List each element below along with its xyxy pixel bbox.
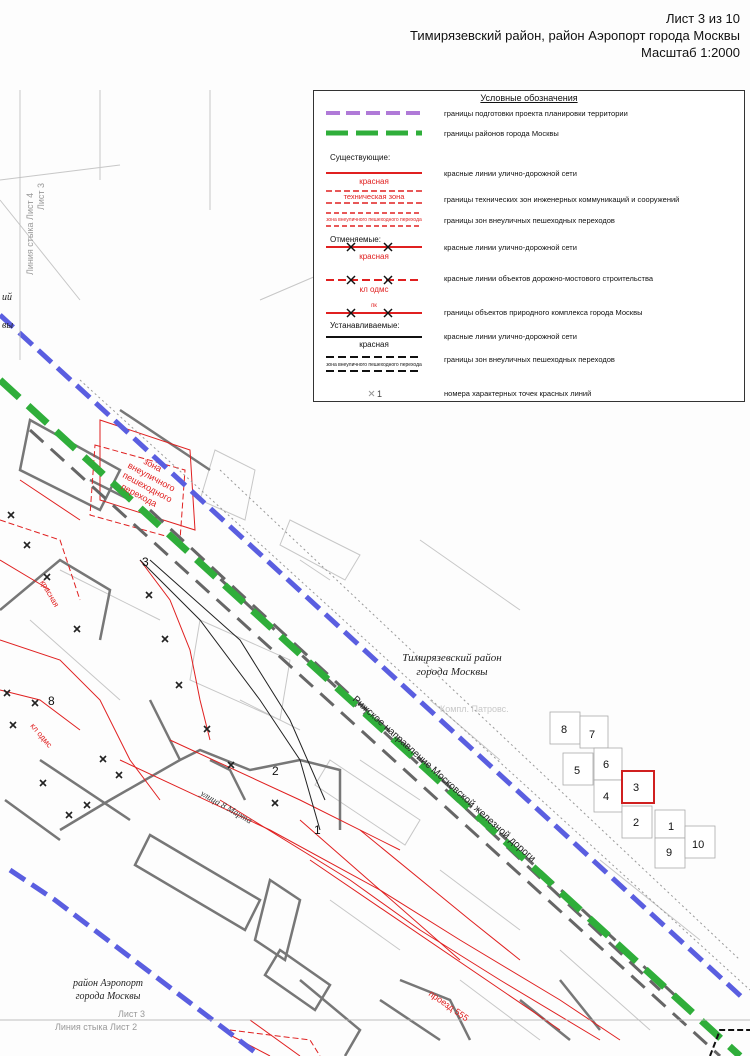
aeroport-label-1: район Аэропорт <box>72 978 143 989</box>
planning-boundary-top <box>0 313 747 1002</box>
stitch-sheet-bottom: Лист 3 <box>118 1009 145 1019</box>
legend-text-4: границы технических зон инженерных комму… <box>444 195 680 204</box>
sheet-num-4: 4 <box>603 791 609 803</box>
swatch-label-5: кл одмс <box>360 285 389 294</box>
street-label: улица 8 Марта <box>198 788 254 826</box>
sheet-scale: Масштаб 1:2000 <box>641 45 740 60</box>
legend-swatches: красная техническая зона зона внеуличног… <box>326 111 422 399</box>
sheet-num-2: 2 <box>633 817 639 829</box>
sheet-num-6: 6 <box>603 759 609 771</box>
sheet-num-1: 1 <box>668 821 674 833</box>
swatch-label-2: техническая зона <box>344 192 406 201</box>
swatch-label-3: зона внеуличного пешеходного перехода <box>326 217 422 223</box>
timiryazev-label-1: Тимирязевский район <box>402 652 502 664</box>
sheet-cell-current <box>621 770 655 804</box>
passage-label: проезд 555 <box>427 988 471 1023</box>
legend-established-heading: Устанавливаемые: <box>330 321 400 330</box>
legend-text-3: красные линии улично-дорожной сети <box>444 169 577 178</box>
point-1: 1 <box>314 823 321 837</box>
legend-cancelled-heading: Отменяемые: <box>330 235 381 244</box>
stitch-sheet-left: Лист 3 <box>36 183 46 210</box>
railway-dotted <box>79 379 750 991</box>
timiryazev-label-2: города Москвы <box>416 666 488 678</box>
legend-text-6: красные линии улично-дорожной сети <box>444 243 577 252</box>
sheet-cell-4 <box>593 779 623 813</box>
sheet-num-7: 7 <box>589 729 595 741</box>
fragment-1: ий <box>2 292 12 303</box>
red-label-b: кл одмс <box>28 722 53 750</box>
point-8: 8 <box>48 694 55 708</box>
swatch-point-x <box>368 390 375 397</box>
corner-marker <box>709 1029 750 1056</box>
legend-existing-heading: Существующие: <box>330 153 391 162</box>
stitch-label-left: Линия стыка Лист 4 <box>25 193 35 275</box>
swatch-pk-x <box>346 308 393 318</box>
planning-boundary-bottom <box>8 867 262 1056</box>
red-label-a: красная <box>38 579 61 609</box>
swatch-cancel-x <box>346 242 393 252</box>
railway-tracks <box>28 428 722 1056</box>
swatch-odms-x <box>346 275 393 285</box>
stitch-label-bottom: Линия стыка Лист 2 <box>55 1022 137 1032</box>
swatch-label-8: зона внеуличного пешеходного перехода <box>326 362 422 368</box>
sheet-cell-5 <box>562 752 594 786</box>
sheet-num-10: 10 <box>692 839 704 851</box>
fragment-2: вы <box>2 320 13 331</box>
sheet-num-8: 8 <box>561 724 567 736</box>
sheet-number: Лист 3 из 10 <box>666 11 740 26</box>
legend-text-7: красные линии объектов дорожно-мостового… <box>444 274 654 283</box>
sheet-num-current: 3 <box>633 782 639 794</box>
aeroport-label-2: города Москвы <box>76 991 141 1002</box>
park-label: Компл. Патровс. <box>440 704 509 714</box>
district-boundary-green <box>0 377 743 1056</box>
buildings <box>0 408 601 1056</box>
swatch-label-9: 1 <box>377 389 382 399</box>
sheet-district: Тимирязевский район, район Аэропорт горо… <box>410 28 740 43</box>
swatch-label-7: красная <box>359 340 389 349</box>
cancelled-marks <box>3 511 279 819</box>
legend: Условные обозначения красная техническая… <box>313 90 745 402</box>
sheet-num-5: 5 <box>574 765 580 777</box>
sheet-cell-9 <box>654 837 686 869</box>
sheet-index: 8 7 5 6 4 3 2 1 9 10 <box>549 711 716 869</box>
sheet-cell-7 <box>579 715 609 749</box>
legend-text-1: границы подготовки проекта планировки те… <box>444 109 628 118</box>
legend-title: Условные обозначения <box>480 93 578 103</box>
sheet-cell-10 <box>684 825 716 859</box>
legend-text-11: номера характерных точек красных линий <box>444 389 592 398</box>
black-lines <box>139 559 326 831</box>
legend-text-8: границы объектов природного комплекса го… <box>444 308 643 317</box>
point-2: 2 <box>272 764 279 778</box>
sheet-num-9: 9 <box>666 847 672 859</box>
swatch-label-1: красная <box>359 177 389 186</box>
sheet-cell-2 <box>621 805 653 839</box>
legend-text-10: границы зон внеуличных пешеходных перехо… <box>444 355 615 364</box>
legend-text-9: красные линии улично-дорожной сети <box>444 332 577 341</box>
legend-text-2: границы районов города Москвы <box>444 129 559 138</box>
point-3: 3 <box>142 555 149 569</box>
swatch-label-4: красная <box>359 252 389 261</box>
map-canvas: Линия стыка Лист 4 Лист 3 Лист 3 Линия с… <box>0 90 750 1056</box>
legend-text-5: границы зон внеуличных пешеходных перехо… <box>444 216 615 225</box>
zone-label: зона внеуличного пешеходного перехода <box>119 456 176 509</box>
swatch-label-6: пк <box>371 303 377 309</box>
sheet-cell-1 <box>654 809 686 839</box>
